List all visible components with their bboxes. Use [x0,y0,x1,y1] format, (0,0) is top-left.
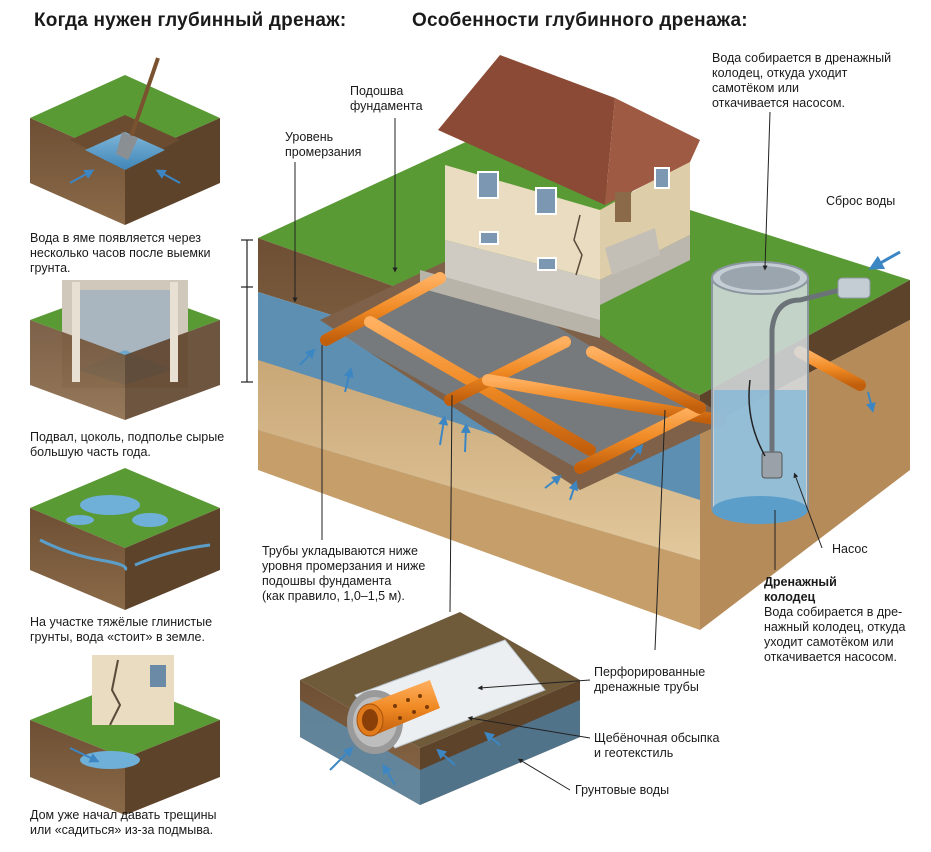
caption-line: Вода в яме появляется через [30,231,201,245]
case-caption-clay: На участке тяжёлые глинистые грунты, вод… [30,615,250,645]
depth-dimension [241,239,253,383]
caption-line: грунта. [30,261,71,275]
label-line: дренажные трубы [594,680,699,694]
label-line: Вода собирается в дренажный [712,51,892,65]
label-line: самотёком или [712,81,800,95]
label-line: нажный колодец, откуда [764,620,906,634]
label-line: Дренажный [764,575,837,589]
label-gravel-geotextile: Щебёночная обсыпка и геотекстиль [594,731,720,761]
label-foundation-sole: Подошва фундамента [350,84,423,114]
label-perforated-pipes: Перфорированные дренажные трубы [594,665,705,695]
label-line: подошвы фундамента [262,574,392,588]
label-line: колодец [764,590,816,604]
thumb-basement [30,280,220,420]
house [420,55,700,338]
label-groundwater: Грунтовые воды [575,783,670,797]
label-line: откачивается насосом. [712,96,845,110]
label-discharge: Сброс воды [826,194,896,208]
label-line: Трубы укладываются ниже [262,544,418,558]
pipe-inset [300,612,580,805]
caption-line: Дом уже начал давать трещины [30,808,217,822]
label-line: Перфорированные [594,665,706,679]
left-title: Когда нужен глубинный дренаж: [34,10,347,31]
caption-line: На участке тяжёлые глинистые [30,615,213,629]
case-caption-pit: Вода в яме появляется через несколько ча… [30,231,240,276]
thumb-pit [30,57,220,225]
label-line: и геотекстиль [594,746,674,760]
leader-lines [292,111,823,791]
label-line: (как правило, 1,0–1,5 м). [262,589,405,603]
label-line: Подошва [350,84,404,98]
label-frost-level: Уровень промерзания [285,130,361,160]
caption-line: Подвал, цоколь, подполье сырые [30,430,225,444]
label-drainage-well: Дренажный колодец Вода собирается в дре-… [764,575,929,665]
thumb-crack [30,655,220,815]
label-pipes-depth: Трубы укладываются ниже уровня промерзан… [262,544,425,604]
label-line: промерзания [285,145,362,159]
label-pump: Насос [832,542,868,556]
caption-line: грунты, вода «стоит» в земле. [30,630,205,644]
drainage-well [711,250,901,524]
groundwater-arrows [299,348,876,501]
label-line: Щебёночная обсыпка [594,731,720,745]
caption-line: большую часть года. [30,445,151,459]
label-well-top: Вода собирается в дренажный колодец, отк… [712,51,891,111]
label-line: колодец, откуда уходит [712,66,848,80]
label-line: уходит самотёком или [764,635,894,649]
case-caption-crack: Дом уже начал давать трещины или «садить… [30,808,250,838]
label-line: откачивается насосом. [764,650,897,664]
label-line: уровня промерзания и ниже [262,559,426,573]
caption-line: несколько часов после выемки [30,246,211,260]
right-title: Особенности глубинного дренажа: [412,10,748,31]
label-line: Вода собирается в дре- [764,605,903,619]
label-line: Уровень [285,130,334,144]
label-line: фундамента [350,99,423,113]
drain-pipes [320,272,866,474]
thumb-clay [30,468,220,610]
case-caption-basement: Подвал, цоколь, подполье сырые большую ч… [30,430,250,460]
caption-line: или «садиться» из-за подмыва. [30,823,214,837]
